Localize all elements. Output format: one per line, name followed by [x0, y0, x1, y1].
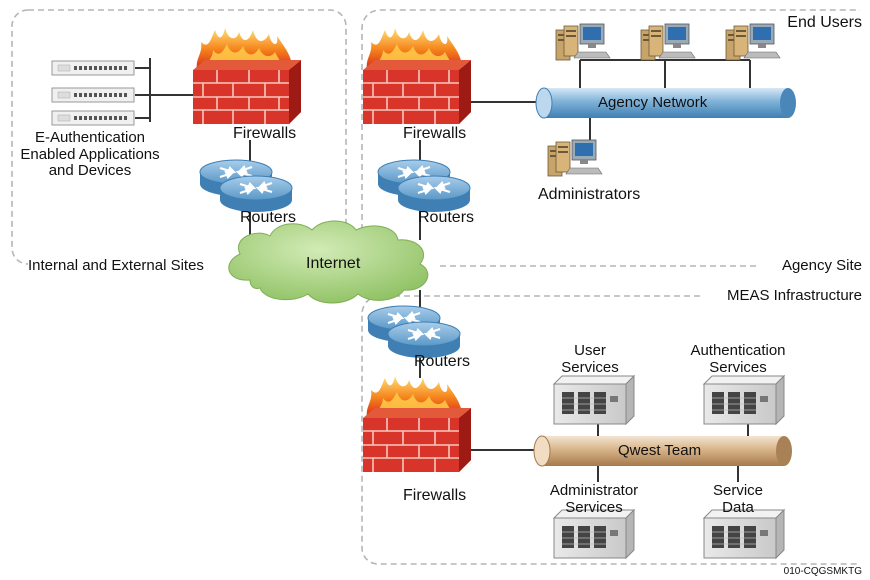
routers-label-left: Routers	[240, 209, 297, 226]
authentication-services-label-line-1: Authentication	[690, 342, 786, 359]
internal-external-boundary-left	[11, 9, 29, 265]
agency-network-pipe	[535, 87, 796, 119]
internal-external-sites-label: Internal and External Sites	[28, 257, 204, 274]
administrator-services-server-icon	[553, 509, 635, 559]
service-data-label-line-2: Data	[722, 498, 754, 516]
routers-label-meas: Routers	[414, 353, 471, 370]
firewall-icon-left	[192, 27, 302, 125]
qwest-team-pipe	[533, 435, 792, 467]
internet-label: Internet	[306, 255, 361, 272]
applications-label-line-3: and Devices	[48, 162, 132, 179]
service-data-server-icon	[703, 509, 785, 559]
administrator-services-label-line-2: Services	[565, 498, 623, 516]
firewall-icon-meas	[362, 375, 472, 473]
applications-label-line-1: E-Authentication	[34, 129, 146, 146]
internet-cloud-icon	[228, 220, 429, 304]
administrator-services-label: Administrator Services	[532, 482, 656, 516]
application-device-icon	[51, 87, 135, 103]
authentication-services-label-line-2: Services	[709, 358, 767, 376]
applications-label-line-2: Enabled Applications	[20, 145, 160, 163]
figure-id: 010-CQGSMKTG	[783, 566, 862, 577]
routers-icon-meas	[368, 306, 460, 358]
agency-site-label: Agency Site	[781, 257, 862, 274]
administrator-pc-icon	[547, 139, 603, 177]
authentication-services-label: Authentication Services	[674, 342, 802, 376]
administrators-label: Administrators	[538, 186, 641, 203]
user-services-label-line-2: Services	[561, 358, 619, 376]
user-services-label-line-1: User	[574, 342, 606, 359]
user-services-label: User Services	[540, 342, 640, 376]
agency-site-boundary	[361, 9, 860, 250]
routers-icon-agency	[378, 160, 470, 212]
meas-boundary	[361, 295, 860, 565]
application-device-icon	[51, 60, 135, 76]
firewalls-label-agency: Firewalls	[403, 125, 467, 142]
agency-network-label: Agency Network	[598, 94, 708, 111]
service-data-label: Service Data	[688, 482, 788, 516]
user-services-server-icon	[553, 375, 635, 425]
rack-devices	[51, 60, 135, 126]
end-user-pc-icon	[555, 23, 611, 61]
firewalls-label-left: Firewalls	[233, 125, 297, 142]
end-users-label: End Users	[787, 14, 862, 31]
routers-label-agency: Routers	[418, 209, 475, 226]
applications-label: E-Authentication Enabled Applications an…	[10, 129, 170, 180]
end-user-pc-icon	[640, 23, 696, 61]
qwest-team-label: Qwest Team	[618, 442, 702, 459]
internal-external-boundary	[28, 9, 347, 232]
firewalls-label-meas: Firewalls	[403, 487, 467, 504]
authentication-services-server-icon	[703, 375, 785, 425]
routers-icon-left	[200, 160, 292, 212]
firewall-icon-agency	[362, 27, 472, 125]
service-data-label-line-1: Service	[712, 482, 764, 499]
application-device-icon	[51, 110, 135, 126]
administrator-services-label-line-1: Administrator	[549, 482, 639, 499]
meas-infrastructure-label: MEAS Infrastructure	[726, 287, 862, 304]
end-user-pc-icon	[725, 23, 781, 61]
